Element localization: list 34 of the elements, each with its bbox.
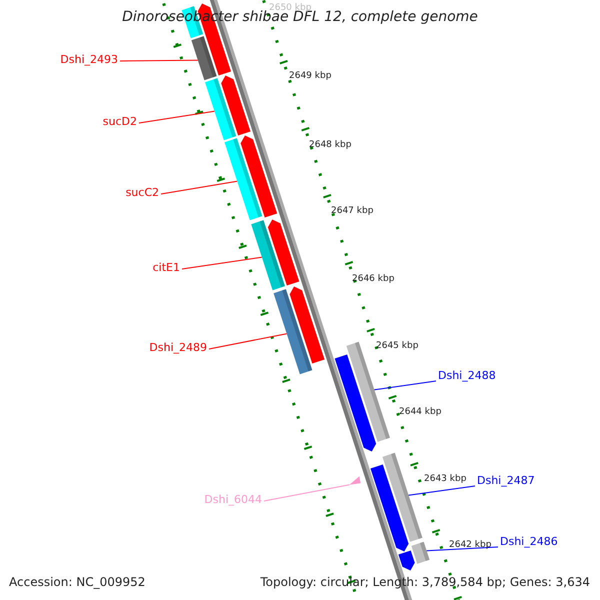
leader-line [182,256,262,270]
gene-label: sucD2 [102,116,137,127]
gene-feature [370,452,422,552]
tick-label: 2649 kbp [289,72,332,80]
accession-text: Accession: NC_009952 [9,576,146,588]
tick-label: 2643 kbp [424,474,466,484]
gene-feature [398,542,430,570]
tick-label: 2644 kbp [399,408,442,416]
leader-line [160,180,238,194]
tick-label: 2648 kbp [309,140,352,150]
gene-marker [349,476,361,485]
gene-label: Dshi_2486 [500,536,558,547]
gene-feature [205,76,250,140]
gene-feature [274,286,325,374]
leader-line [120,60,198,62]
gene-feature [224,136,278,220]
leader-line [426,546,498,552]
gene-label: Dshi_2489 [149,342,207,353]
leader-line [374,380,436,390]
leader-line [208,333,288,350]
gene-label: Dshi_2488 [438,370,496,381]
gene-label: sucC2 [126,187,159,198]
tick-label: 2642 kbp [449,540,492,550]
gene-label: Dshi_2493 [60,54,118,65]
tick-label: 2647 kbp [331,206,374,216]
tick-label: 2646 kbp [352,274,394,284]
gene-label: citE1 [152,262,180,273]
leader-line [138,110,215,124]
gene-feature [251,220,300,290]
gene-label: Dshi_2487 [477,475,535,486]
tick-label: 2645 kbp [376,342,418,350]
leader-line [264,484,350,502]
gene-label: Dshi_6044 [204,494,262,505]
leader-line [408,486,476,496]
